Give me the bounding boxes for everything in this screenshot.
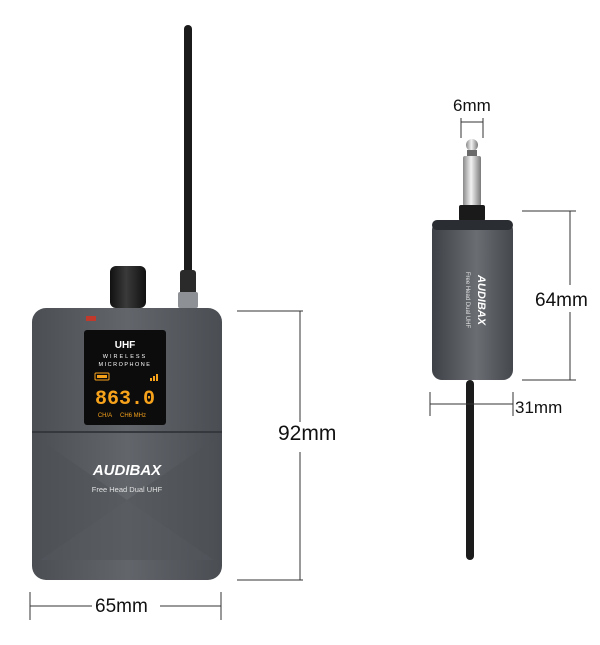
- audio-jack: [463, 156, 481, 206]
- transmitter-width-label: 65mm: [95, 596, 148, 617]
- volume-knob: [110, 266, 146, 308]
- channel-readout: CH/A: [98, 413, 112, 419]
- lcd-panel: [84, 330, 166, 425]
- jack-diameter-label: 6mm: [453, 96, 491, 115]
- receiver-brand-logo: AUDIBAX: [475, 274, 487, 326]
- transmitter-height-label: 92mm: [278, 422, 337, 445]
- receiver-width-label: 31mm: [515, 398, 563, 417]
- frequency-readout: 863.0: [95, 388, 155, 411]
- receiver-body: [432, 220, 513, 380]
- receiver-dimension-lines: [429, 118, 576, 416]
- transmitter-model-label: Free Head Dual UHF: [92, 485, 163, 494]
- unit-readout: CH6 MHz: [120, 413, 146, 419]
- receiver-model-label: Free Head Dual UHF: [464, 272, 470, 329]
- wireless-label: WIRELESS: [103, 354, 147, 360]
- microphone-label: MICROPHONE: [99, 362, 152, 368]
- transmitter-antenna: [184, 25, 192, 285]
- battery-icon: [94, 372, 110, 381]
- plug-in-receiver: AUDIBAX Free Head Dual UHF: [432, 139, 513, 560]
- receiver-height-label: 64mm: [535, 290, 588, 311]
- transmitter-dimension-lines: [29, 310, 303, 620]
- bodypack-transmitter: UHF WIRELESS MICROPHONE 863.0 CH/A CH6 M…: [32, 25, 222, 580]
- transmitter-brand-logo: AUDIBAX: [92, 462, 162, 479]
- signal-icon: [150, 374, 158, 381]
- receiver-antenna: [466, 380, 474, 560]
- band-label: UHF: [115, 340, 136, 351]
